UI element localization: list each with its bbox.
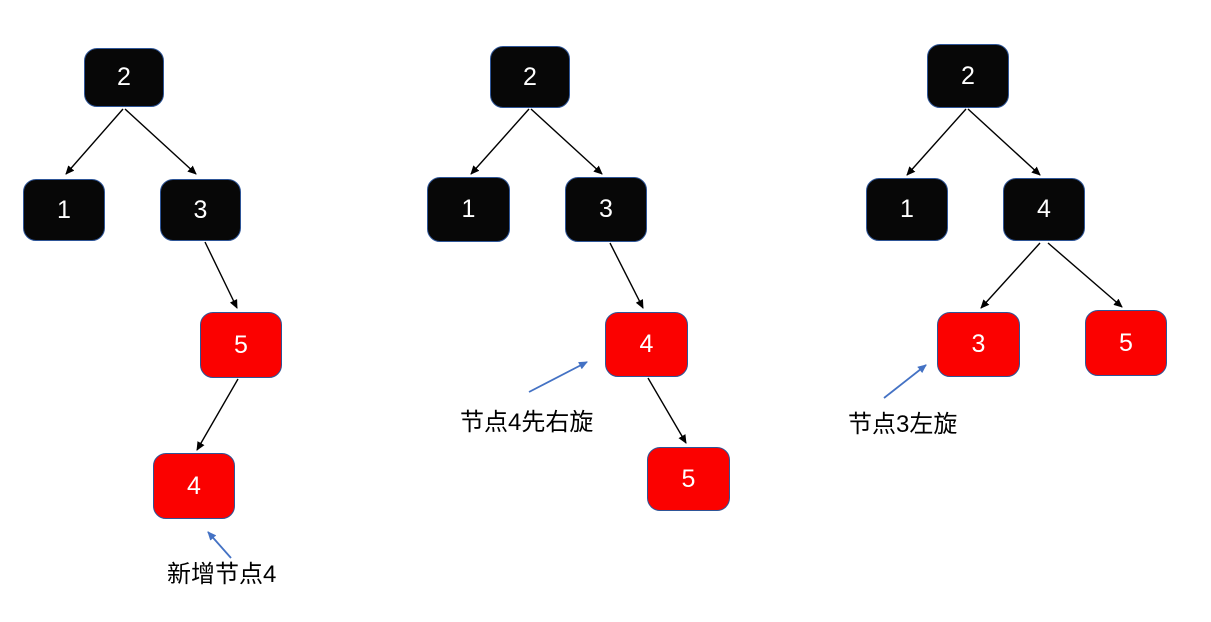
tree2-edge-2-1 [470,108,530,175]
tree2-edge-4-5 [647,377,687,444]
tree3-edge-4-5 [1047,242,1123,308]
tree2-node-1: 1 [427,177,510,242]
tree2-annotation-label: 节点4先右旋 [460,409,594,436]
tree2-annotation-arrow [528,361,588,393]
tree3-edge-2-4 [967,108,1041,176]
tree2-node-2: 2 [490,46,570,108]
tree2-edge-3-4 [609,242,644,309]
tree3-annotation-arrow [883,364,927,399]
tree2-edge-2-3 [530,108,603,175]
tree3-node-3: 3 [937,312,1020,377]
tree1-edge-2-3 [124,108,197,175]
tree1-node-3: 3 [160,179,241,241]
tree1-node-5: 5 [200,312,282,378]
tree2-node-4: 4 [605,312,688,377]
tree3-node-5: 5 [1085,310,1167,376]
tree2-node-5: 5 [647,447,730,511]
tree2-node-3: 3 [565,177,647,242]
tree1-node-2: 2 [84,48,164,107]
tree1-node-4: 4 [153,453,235,519]
tree1-edge-2-1 [65,108,124,175]
tree3-node-1: 1 [866,178,948,241]
tree3-annotation-label: 节点3左旋 [848,411,958,438]
tree3-node-4: 4 [1003,178,1085,241]
tree1-edge-5-4 [196,378,239,451]
tree1-annotation-arrow [207,531,232,559]
tree3-edge-4-3 [980,242,1041,309]
tree3-node-2: 2 [927,44,1009,108]
tree1-edge-3-5 [204,241,238,309]
tree1-node-1: 1 [23,179,105,241]
tree1-annotation-label: 新增节点4 [167,561,277,588]
tree3-edge-2-1 [906,108,967,176]
